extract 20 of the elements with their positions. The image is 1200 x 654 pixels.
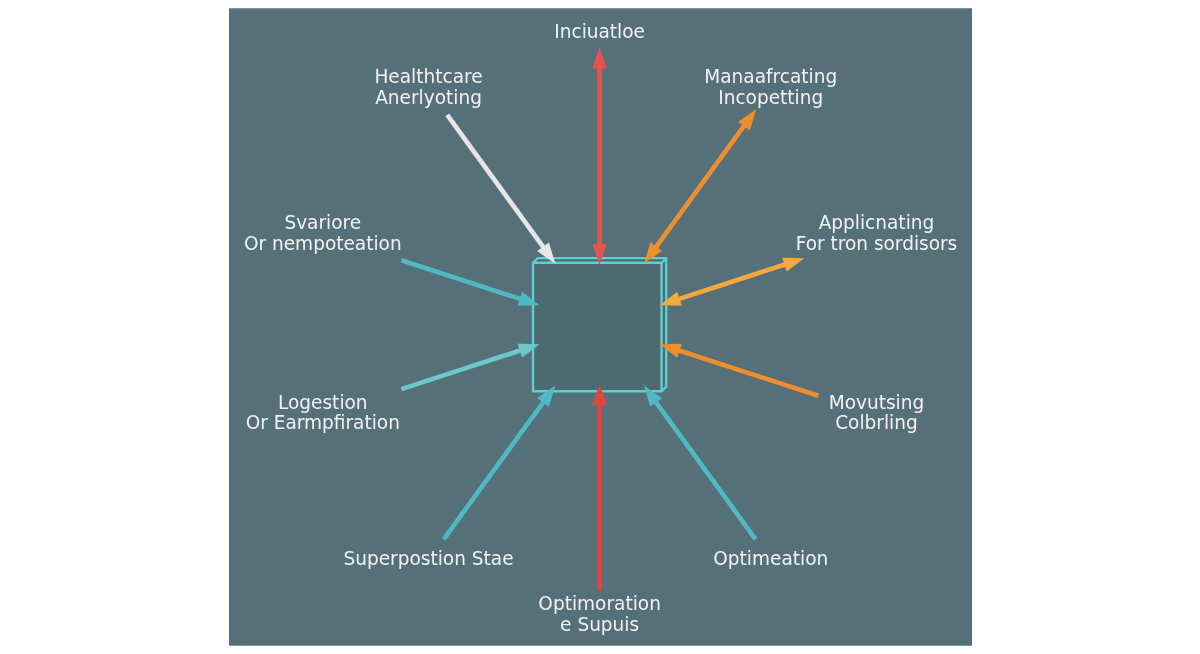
node-text: Optimeation (712, 547, 828, 569)
node-text: Superpostion Stae (343, 547, 514, 569)
node-text: Applicnating For tron sordisors (795, 211, 957, 254)
node-text: Svariore Or nempoteation (243, 211, 402, 254)
node-text: Optimoration e Supuis (537, 592, 661, 635)
node-text: Manaafrcating Incopetting (703, 66, 837, 109)
arrow (400, 258, 540, 306)
arrow (444, 113, 555, 264)
node-text: Inciuatloe (553, 21, 645, 43)
arrow (591, 384, 607, 590)
arrow (441, 385, 555, 541)
arrow (643, 385, 757, 541)
arrow (400, 343, 540, 392)
arrow (643, 109, 756, 264)
node-text: Logestion Or Earmpfiration (245, 391, 400, 434)
arrow (659, 257, 804, 306)
arrow (591, 47, 607, 265)
arrow (659, 343, 819, 398)
node-text: Healthtcare Anerlyoting (373, 66, 483, 109)
node-text: Movutsing Colbrling (828, 391, 924, 434)
